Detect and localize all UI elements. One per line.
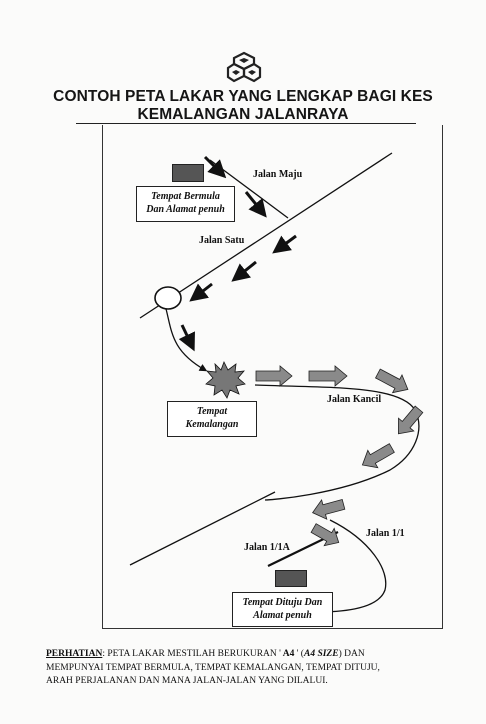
direction-arrow xyxy=(231,260,257,282)
block-arrow xyxy=(310,523,340,547)
direction-arrow xyxy=(244,191,267,218)
block-arrow xyxy=(374,368,409,394)
destination-location-box: Tempat Dituju Dan Alamat penuh xyxy=(232,592,333,627)
direction-arrow xyxy=(178,324,195,352)
route-to-accident xyxy=(164,304,208,372)
notice-part-3: ) DAN xyxy=(338,649,365,659)
direction-arrow xyxy=(189,282,213,302)
destination-box-line-1: Tempat Dituju Dan xyxy=(242,597,323,608)
road-lower xyxy=(129,491,276,566)
notice-size: A4 xyxy=(280,649,297,659)
notice-size-alt: A4 SIZE xyxy=(303,649,339,659)
title-underline xyxy=(76,123,416,124)
start-vehicle-marker xyxy=(172,164,204,182)
block-arrow xyxy=(255,365,293,387)
block-arrow xyxy=(398,405,424,435)
block-arrow xyxy=(308,365,348,387)
road-jalan-satu xyxy=(139,152,393,319)
accident-starburst-icon xyxy=(205,361,246,399)
direction-arrow xyxy=(272,234,297,254)
notice-text: PERHATIAN: PETA LAKAR MESTILAH BERUKURAN… xyxy=(46,648,446,689)
direction-arrow xyxy=(203,155,227,179)
accident-box-line-1: Tempat xyxy=(196,406,228,417)
destination-box-line-2: Alamat penuh xyxy=(253,610,312,621)
notice-line-2: MEMPUNYAI TEMPAT BERMULA, TEMPAT KEMALAN… xyxy=(46,662,380,673)
destination-vehicle-marker xyxy=(275,570,307,587)
label-jalan-kancil: Jalan Kancil xyxy=(327,394,382,405)
start-box-line-2: Dan Alamat penuh xyxy=(146,204,225,215)
notice-line-3: ARAH PERJALANAN DAN MANA JALAN-JALAN YAN… xyxy=(46,676,328,686)
road-jalan-kancil xyxy=(254,384,420,501)
label-jalan-1-1a: Jalan 1/1A xyxy=(244,542,290,553)
label-jalan-maju: Jalan Maju xyxy=(253,169,303,180)
block-arrow xyxy=(361,443,395,469)
block-arrow xyxy=(312,498,346,520)
start-box-line-1: Tempat Bermula xyxy=(151,191,220,202)
start-location-box: Tempat Bermula Dan Alamat penuh xyxy=(136,186,235,222)
label-jalan-1-1: Jalan 1/1 xyxy=(366,528,405,539)
notice-label: PERHATIAN xyxy=(46,649,103,659)
label-jalan-satu: Jalan Satu xyxy=(199,235,245,246)
road-jalan-1-1 xyxy=(299,519,387,613)
notice-part-1: : PETA LAKAR MESTILAH BERUKURAN ' xyxy=(102,649,281,659)
accident-location-box: Tempat Kemalangan xyxy=(167,401,257,437)
notice-part-2: ' ( xyxy=(296,649,304,659)
page-title-line-1: CONTOH PETA LAKAR YANG LENGKAP BAGI KES xyxy=(53,88,433,105)
ministry-crest-icon xyxy=(226,51,262,83)
page-title-line-2: KEMALANGAN JALANRAYA xyxy=(137,106,349,123)
accident-box-line-2: Kemalangan xyxy=(185,419,239,430)
sketch-map-frame xyxy=(102,125,443,629)
roundabout-circle xyxy=(154,286,182,310)
